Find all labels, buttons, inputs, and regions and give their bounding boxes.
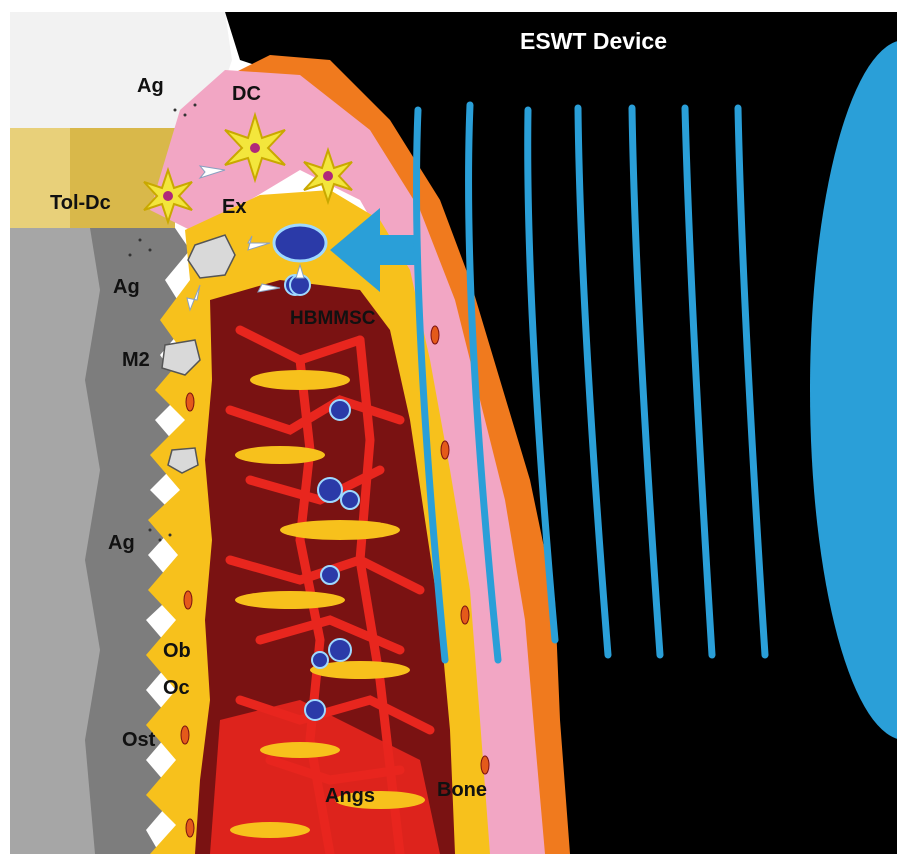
- label-m2: M2: [122, 350, 150, 370]
- label-angs: Angs: [325, 786, 375, 806]
- label-oc: Oc: [163, 678, 190, 698]
- label-ag-low: Ag: [108, 533, 135, 553]
- label-ag-mid: Ag: [113, 277, 140, 297]
- title: ESWT Device: [520, 30, 667, 53]
- label-tol-dc: Tol-Dc: [50, 193, 111, 213]
- label-bone: Bone: [437, 780, 487, 800]
- label-ost: Ost: [122, 730, 155, 750]
- label-ex: Ex: [222, 197, 246, 217]
- label-ob: Ob: [163, 641, 191, 661]
- hbmmsc-cell-icon: [274, 225, 326, 261]
- label-dc: DC: [232, 84, 261, 104]
- label-hbmmsc: HBMMSC: [290, 309, 376, 328]
- label-ag-top: Ag: [137, 76, 164, 96]
